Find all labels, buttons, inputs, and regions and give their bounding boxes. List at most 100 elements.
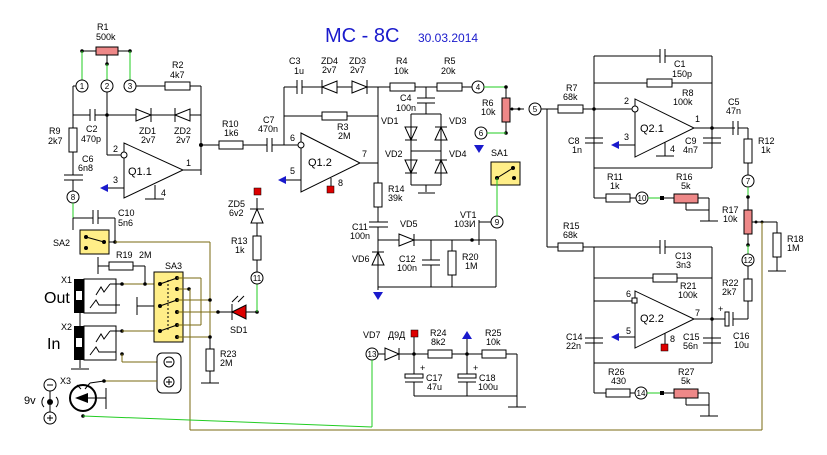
svg-text:39k: 39k	[388, 193, 403, 203]
svg-text:In: In	[47, 336, 60, 353]
svg-text:C1: C1	[674, 59, 686, 69]
svg-text:R7: R7	[566, 83, 578, 93]
svg-text:R5: R5	[444, 56, 456, 66]
svg-text:X2: X2	[61, 322, 72, 332]
svg-text:ZD1: ZD1	[139, 126, 156, 136]
r21-resistor	[652, 273, 678, 283]
battery-clip	[156, 352, 182, 394]
svg-text:14: 14	[637, 389, 646, 398]
svg-text:SA2: SA2	[53, 238, 70, 248]
sd1-led	[230, 304, 247, 320]
svg-text:470n: 470n	[258, 124, 278, 134]
svg-text:6: 6	[290, 133, 295, 143]
zd1-zener	[135, 108, 153, 122]
svg-text:103И: 103И	[454, 219, 476, 229]
svg-text:22n: 22n	[566, 341, 581, 351]
svg-text:5k: 5k	[681, 181, 691, 191]
svg-text:ZD2: ZD2	[174, 126, 191, 136]
schematic-title: MC - 8C	[325, 25, 399, 47]
sa1-switch[interactable]	[490, 161, 521, 186]
ground-blue-icon	[474, 145, 484, 153]
svg-text:100u: 100u	[478, 382, 498, 392]
svg-text:VD3: VD3	[449, 116, 467, 126]
svg-text:100k: 100k	[678, 290, 698, 300]
svg-text:SA1: SA1	[491, 148, 508, 158]
svg-text:+: +	[420, 363, 425, 373]
svg-text:R16: R16	[676, 172, 693, 182]
r17-potentiometer[interactable]	[743, 209, 753, 235]
svg-text:ZD3: ZD3	[349, 56, 366, 66]
zd3-zener	[351, 80, 369, 94]
svg-text:1u: 1u	[294, 66, 304, 76]
svg-text:3: 3	[128, 82, 133, 91]
stage-q1-1: R1 500k 1 2 3 R2 4k7 C2 470p	[48, 22, 278, 204]
r10-resistor	[218, 140, 244, 150]
svg-text:VD2: VD2	[385, 149, 403, 159]
svg-text:R24: R24	[430, 328, 447, 338]
svg-text:1k: 1k	[610, 181, 620, 191]
ground-blue-icon	[278, 176, 286, 184]
power-pin-icon	[326, 185, 335, 194]
r1-potentiometer[interactable]	[95, 46, 119, 56]
r14-resistor	[373, 182, 383, 208]
svg-text:68k: 68k	[563, 230, 578, 240]
svg-text:6: 6	[479, 129, 484, 138]
svg-text:C18: C18	[479, 373, 496, 383]
svg-text:C3: C3	[289, 56, 301, 66]
r1-value: 500k	[96, 32, 116, 42]
svg-text:10: 10	[638, 194, 647, 203]
r19-resistor	[108, 261, 134, 271]
vd3-diode	[434, 125, 448, 141]
power-pin-icon	[253, 187, 262, 196]
svg-text:R10: R10	[222, 119, 239, 129]
vd6-diode	[371, 250, 385, 266]
svg-text:R19: R19	[116, 250, 133, 260]
svg-text:2v7: 2v7	[322, 65, 337, 75]
svg-text:9: 9	[495, 218, 500, 227]
svg-text:7: 7	[746, 177, 751, 186]
svg-text:VD1: VD1	[381, 116, 399, 126]
svg-text:1k: 1k	[761, 145, 771, 155]
r16-potentiometer[interactable]	[673, 193, 699, 204]
svg-text:Q2.2: Q2.2	[640, 313, 664, 325]
svg-text:2v7: 2v7	[141, 135, 156, 145]
zd2-zener	[173, 108, 191, 122]
svg-text:100n: 100n	[397, 263, 417, 273]
svg-text:R8: R8	[682, 88, 694, 98]
r25-resistor	[481, 349, 507, 359]
r2-ref: R2	[172, 60, 184, 70]
power-supply-section: VD7 Д9Д 13 R24 8k2 R25 10k + C17 47u +	[363, 328, 526, 427]
svg-text:C5: C5	[728, 97, 740, 107]
r11-resistor	[605, 193, 631, 203]
r27-potentiometer[interactable]	[673, 388, 699, 399]
opamp-q1-2	[300, 132, 362, 193]
svg-text:12: 12	[744, 256, 753, 265]
svg-text:R6: R6	[482, 98, 494, 108]
svg-text:5: 5	[290, 166, 295, 176]
svg-text:C12: C12	[399, 254, 416, 264]
svg-text:10u: 10u	[734, 340, 749, 350]
svg-text:3: 3	[113, 175, 118, 185]
svg-text:1: 1	[186, 158, 191, 168]
svg-text:6n8: 6n8	[78, 163, 93, 173]
r2-value: 4k7	[170, 70, 185, 80]
svg-text:R23: R23	[220, 349, 237, 359]
r6-potentiometer[interactable]	[501, 97, 511, 123]
power-pin-icon	[660, 343, 669, 352]
svg-text:Q1.2: Q1.2	[308, 157, 332, 169]
svg-text:10k: 10k	[394, 66, 409, 76]
svg-text:X1: X1	[61, 275, 72, 285]
svg-text:2: 2	[113, 144, 118, 154]
svg-text:2: 2	[105, 82, 110, 91]
stage-q2-1: R7 68k C1 150p R8 100k Q2.1 2 3 1 4	[541, 49, 775, 247]
svg-text:1n: 1n	[572, 145, 582, 155]
svg-text:C9: C9	[685, 136, 697, 146]
svg-text:VD4: VD4	[449, 149, 467, 159]
svg-text:6v2: 6v2	[229, 208, 244, 218]
svg-text:20k: 20k	[441, 66, 456, 76]
svg-text:R22: R22	[722, 278, 739, 288]
svg-text:R12: R12	[758, 136, 775, 146]
zd5-zener	[250, 207, 264, 224]
r1-ref: R1	[97, 22, 109, 32]
